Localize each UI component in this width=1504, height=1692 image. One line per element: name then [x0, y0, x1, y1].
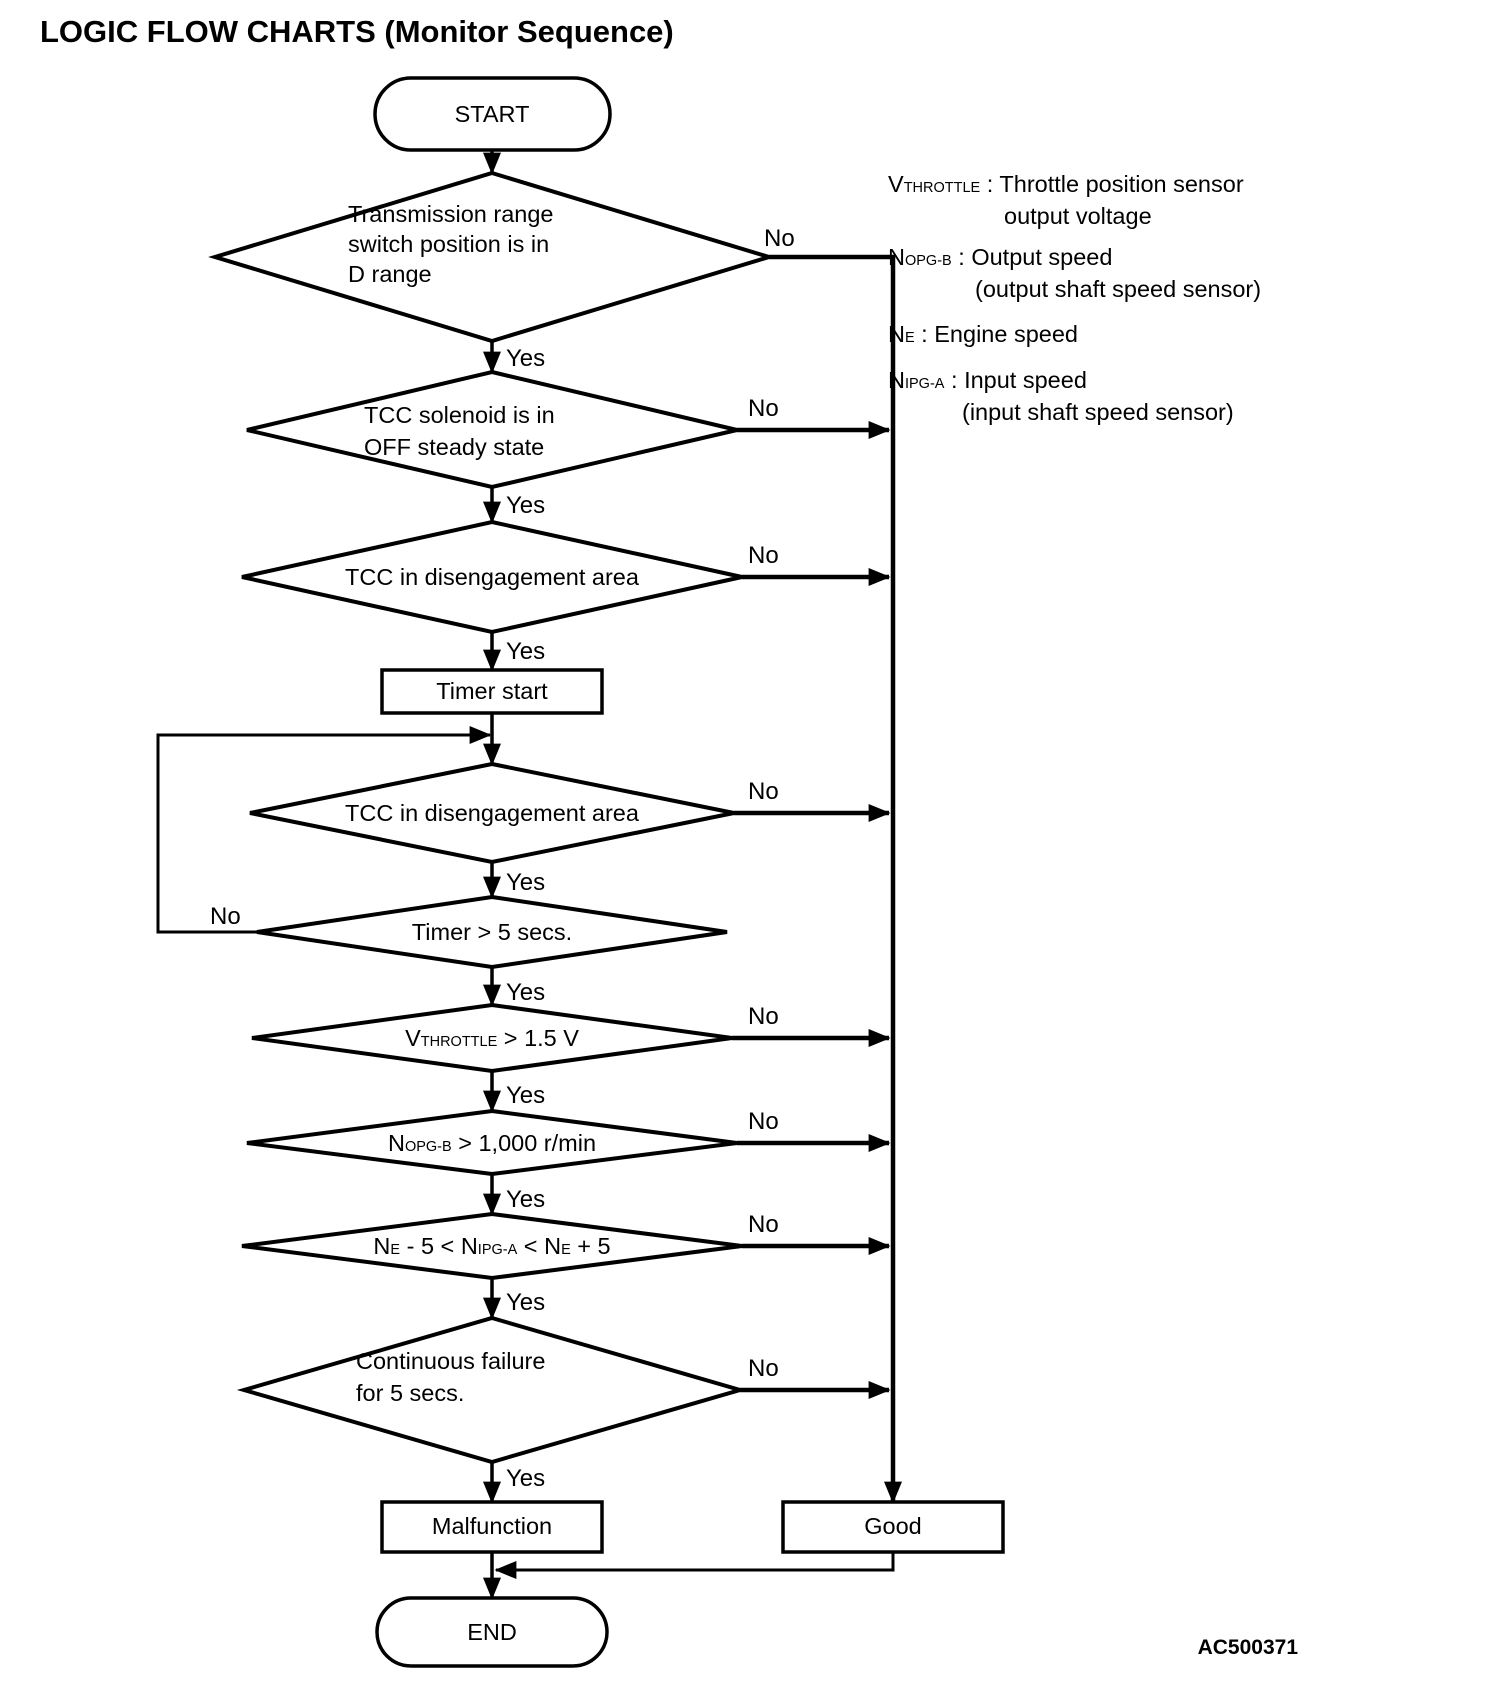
legend-item-nipga: NIPG-A : Input speed: [888, 367, 1087, 393]
legend-item-vthrottle-cont: output voltage: [1004, 203, 1152, 229]
connector-loop-back: [156, 726, 492, 934]
decision-speed-window-label: NE - 5 < NIPG-A < NE + 5: [373, 1233, 610, 1259]
legend-item-nipga-cont: (input shaft speed sensor): [962, 399, 1234, 425]
label-yes-d2: Yes: [506, 492, 545, 519]
decision-transmission-range: [208, 170, 776, 344]
label-no-d8: No: [748, 1211, 779, 1238]
label-no-d3: No: [748, 542, 779, 569]
figure-code: AC500371: [1198, 1636, 1299, 1659]
decision-output-speed-label: NOPG-B > 1,000 r/min: [388, 1130, 596, 1156]
legend-item-ne: NE : Engine speed: [888, 321, 1078, 347]
label-no-d4: No: [748, 778, 779, 805]
connector-no-trunk: [769, 254, 902, 1504]
legend-item-vthrottle: VTHROTTLE : Throttle position sensor: [888, 171, 1244, 197]
label-no-d5: No: [210, 903, 241, 930]
label-yes-d6: Yes: [506, 1082, 545, 1109]
label-no-d1: No: [764, 225, 795, 252]
end-label: END: [467, 1619, 517, 1645]
label-no-d7: No: [748, 1108, 779, 1135]
result-malfunction-label: Malfunction: [432, 1513, 552, 1539]
end-terminal: [375, 1596, 609, 1668]
label-yes-d8: Yes: [506, 1289, 545, 1316]
process-timer-start-label: Timer start: [436, 678, 548, 704]
label-yes-d9: Yes: [506, 1465, 545, 1492]
label-no-d2: No: [748, 395, 779, 422]
label-yes-d1: Yes: [506, 345, 545, 372]
decision-transmission-range-line2: switch position is in: [348, 231, 549, 257]
page-title: LOGIC FLOW CHARTS (Monitor Sequence): [40, 14, 674, 49]
decision-tcc-disengagement-1-label: TCC in disengagement area: [345, 564, 640, 590]
decision-tcc-disengagement-2-label: TCC in disengagement area: [345, 800, 640, 826]
process-timer-start: [380, 668, 604, 715]
decision-continuous-failure: [236, 1315, 748, 1465]
decision-continuous-failure-line1: Continuous failure: [356, 1348, 545, 1374]
label-yes-d3: Yes: [506, 638, 545, 665]
legend-item-nopgb: NOPG-B : Output speed: [888, 244, 1112, 270]
result-malfunction-box: [380, 1500, 604, 1554]
label-yes-d5: Yes: [506, 979, 545, 1006]
decision-transmission-range-line3: D range: [348, 261, 432, 287]
decision-timer-5secs-label: Timer > 5 secs.: [412, 919, 572, 945]
decision-tcc-solenoid-line2: OFF steady state: [364, 434, 544, 460]
decision-tcc-solenoid-off: [246, 369, 738, 490]
label-yes-d7: Yes: [506, 1186, 545, 1213]
decision-tcc-solenoid-line1: TCC solenoid is in: [364, 402, 555, 428]
start-label: START: [455, 101, 530, 127]
label-yes-d4: Yes: [506, 869, 545, 896]
decision-vthrottle-label: VTHROTTLE > 1.5 V: [405, 1025, 579, 1051]
result-good-label: Good: [864, 1513, 922, 1539]
legend: VTHROTTLE : Throttle position sensor out…: [888, 171, 1261, 425]
decision-continuous-failure-line2: for 5 secs.: [356, 1380, 464, 1406]
label-no-d9: No: [748, 1355, 779, 1382]
connector-good-join: [494, 1552, 895, 1579]
decision-transmission-range-line1: Transmission range: [348, 201, 554, 227]
legend-item-nopgb-cont: (output shaft speed sensor): [975, 276, 1261, 302]
label-no-d6: No: [748, 1003, 779, 1030]
